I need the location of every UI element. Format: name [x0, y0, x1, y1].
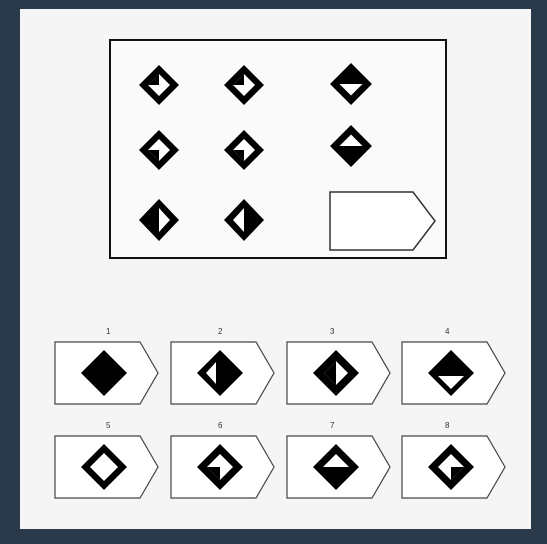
answer-label: 4 [445, 327, 449, 336]
answer-label: 8 [445, 421, 449, 430]
answer-label: 7 [330, 421, 334, 430]
answer-label: 6 [218, 421, 222, 430]
puzzle-matrix [109, 39, 447, 259]
answer-label: 1 [106, 327, 110, 336]
answer-label: 2 [218, 327, 222, 336]
puzzle-sheet: 1 2 3 [20, 9, 531, 529]
answer-label: 3 [330, 327, 334, 336]
answer-label: 5 [106, 421, 110, 430]
